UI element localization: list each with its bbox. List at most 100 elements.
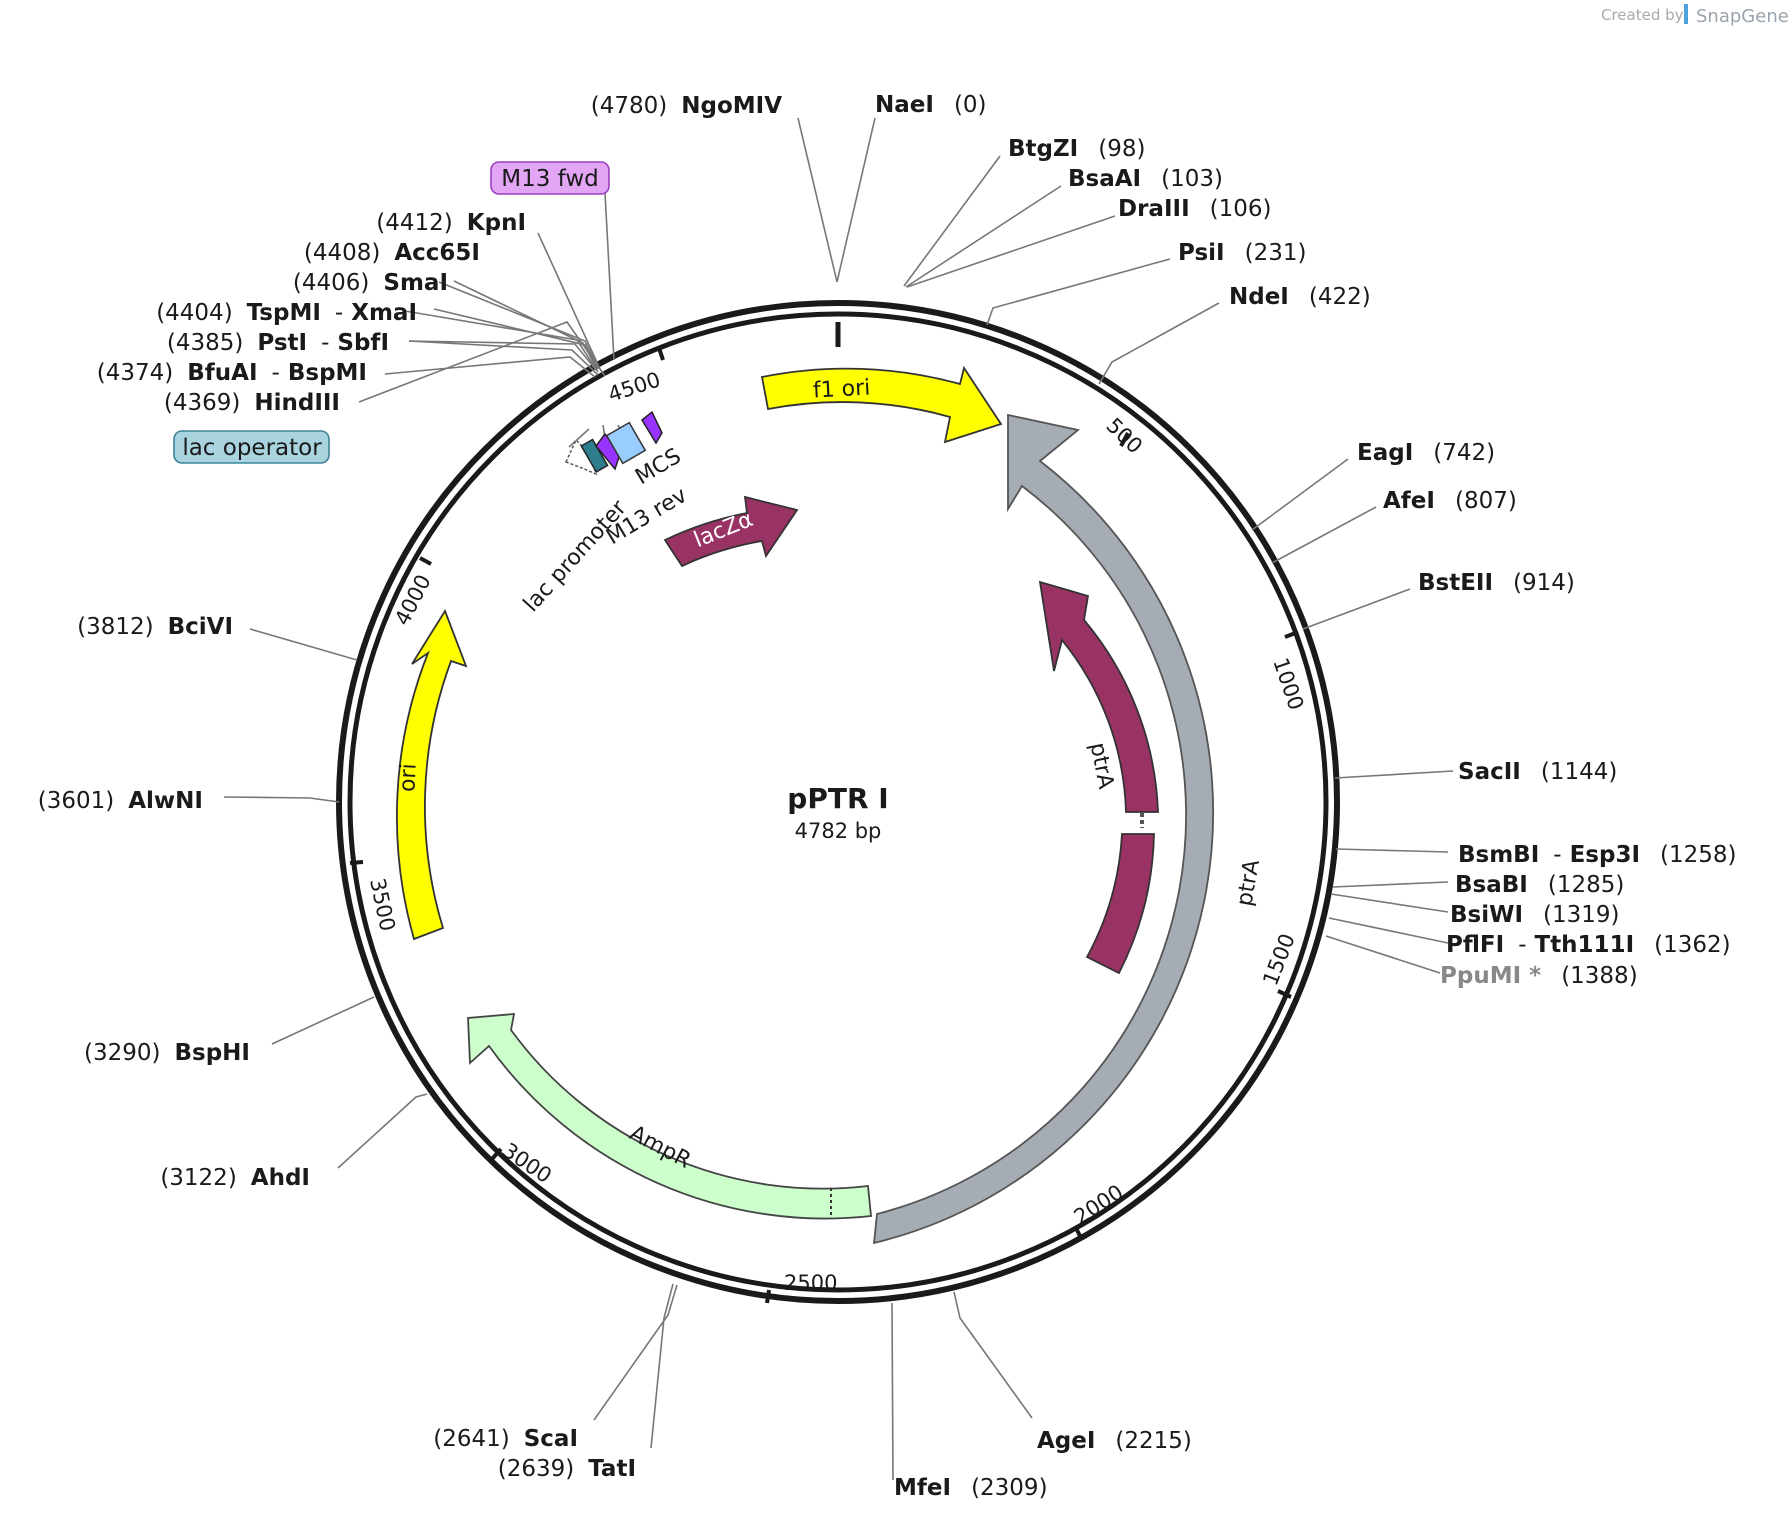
credit-brand: SnapGene bbox=[1696, 6, 1789, 27]
ruler-mark-3000: 3000 bbox=[490, 1138, 556, 1188]
site-name: MfeI bbox=[894, 1475, 951, 1501]
ori-arrow[interactable] bbox=[396, 608, 468, 941]
feature-ptrA-inner[interactable]: ptrA bbox=[1038, 580, 1159, 975]
site-name: NdeI bbox=[1229, 284, 1289, 310]
site-name: TatI bbox=[588, 1456, 636, 1482]
site-name: BspHI bbox=[175, 1040, 251, 1066]
site-ndei[interactable]: NdeI(422) bbox=[1229, 284, 1371, 310]
site-position: (2309) bbox=[971, 1475, 1047, 1501]
ruler-label: 4000 bbox=[390, 571, 436, 630]
m13-fwd-arrow[interactable] bbox=[641, 410, 663, 445]
ruler-tick bbox=[419, 556, 432, 566]
site-position: (2639) bbox=[498, 1456, 574, 1482]
site-ppumi[interactable]: PpuMI *(1388) bbox=[1440, 963, 1638, 989]
site-name: PsiI bbox=[1178, 240, 1225, 266]
site-afei[interactable]: AfeI(807) bbox=[1383, 488, 1517, 514]
site-position: (2215) bbox=[1115, 1428, 1191, 1454]
site-name-2: SbfI bbox=[337, 330, 389, 356]
restriction-sites: (4780)NgoMIV NaeI(0) BtgZI (98) BsaAI(103) Dr… bbox=[38, 92, 1737, 1501]
site-acc65i[interactable]: (4408)Acc65I bbox=[304, 240, 480, 266]
site-bcivi[interactable]: (3812)BciVI bbox=[77, 614, 233, 640]
site-agei[interactable]: AgeI (2215) bbox=[1037, 1428, 1192, 1454]
site-position: (4404) bbox=[156, 300, 232, 326]
credit-prefix: Created by bbox=[1601, 6, 1684, 24]
site-separator: - bbox=[335, 300, 343, 326]
leader-lines bbox=[223, 117, 1454, 1481]
site-tati[interactable]: (2639) TatI bbox=[498, 1456, 636, 1482]
site-bsteii[interactable]: BstEII (914) bbox=[1418, 570, 1575, 596]
plasmid-size: 4782 bp bbox=[795, 819, 882, 843]
site-ngomiv[interactable]: (4780)NgoMIV bbox=[591, 93, 782, 119]
site-tspmi[interactable]: (4404)TspMI-XmaI bbox=[156, 300, 417, 326]
site-name-2: XmaI bbox=[351, 300, 417, 326]
ruler-label: 1000 bbox=[1268, 655, 1308, 713]
site-position: (807) bbox=[1455, 488, 1517, 514]
site-scai[interactable]: (2641)ScaI bbox=[433, 1426, 578, 1452]
site-bsiwi[interactable]: BsiWI(1319) bbox=[1450, 902, 1620, 928]
site-draiii[interactable]: DraIII (106) bbox=[1118, 196, 1272, 222]
snapgene-credit[interactable]: Created by SnapGene bbox=[1601, 4, 1789, 27]
site-position: (3290) bbox=[84, 1040, 160, 1066]
site-naei[interactable]: NaeI(0) bbox=[875, 92, 987, 118]
site-name: HindIII bbox=[254, 390, 340, 416]
site-position: (106) bbox=[1210, 196, 1272, 222]
site-bsmbi[interactable]: BsmBI-Esp3I(1258) bbox=[1458, 842, 1737, 868]
site-name: DraIII bbox=[1118, 196, 1190, 222]
feature-ampR[interactable]: AmpR bbox=[467, 1013, 872, 1220]
ruler-tick bbox=[765, 1289, 771, 1304]
site-bsabi[interactable]: BsaBI(1285) bbox=[1455, 872, 1624, 898]
site-position: (4406) bbox=[293, 270, 369, 296]
site-name: ScaI bbox=[524, 1426, 578, 1452]
mcs-box[interactable] bbox=[605, 421, 647, 465]
site-mfei[interactable]: MfeI (2309) bbox=[894, 1475, 1048, 1501]
lac-operator-callout[interactable]: lac operator bbox=[173, 430, 330, 464]
site-bfuai[interactable]: (4374)BfuAI-BspMI bbox=[97, 360, 367, 386]
site-psii[interactable]: PsiI (231) bbox=[1178, 240, 1306, 266]
small-features[interactable] bbox=[564, 410, 663, 476]
plasmid-name: pPTR I bbox=[787, 782, 888, 815]
feature-ori[interactable]: ori bbox=[395, 608, 468, 941]
site-sacii[interactable]: SacII(1144) bbox=[1458, 759, 1617, 785]
site-pflfi[interactable]: PflFI-Tth111I(1362) bbox=[1446, 932, 1731, 958]
site-name: BtgZI bbox=[1008, 136, 1078, 162]
site-bsaai[interactable]: BsaAI(103) bbox=[1068, 166, 1223, 192]
feature-f1-ori[interactable]: f1 ori bbox=[760, 365, 1003, 444]
f1-ori-arrow[interactable] bbox=[760, 365, 1003, 444]
ptrA-inner-arrow-upper[interactable] bbox=[1038, 580, 1159, 813]
ptrA-outer-label: ptrA bbox=[1232, 858, 1265, 908]
site-position: (98) bbox=[1098, 136, 1145, 162]
site-psti[interactable]: (4385)PstI-SbfI bbox=[167, 330, 389, 356]
site-alwni[interactable]: (3601)AlwNI bbox=[38, 788, 203, 814]
site-btgzi[interactable]: BtgZI (98) bbox=[1008, 136, 1145, 162]
ruler-tick bbox=[1284, 630, 1299, 639]
ruler-tick bbox=[657, 347, 665, 361]
lacZa-arrow[interactable] bbox=[663, 495, 799, 568]
site-name-2: Esp3I bbox=[1570, 842, 1640, 868]
site-bsphi[interactable]: (3290) BspHI bbox=[84, 1040, 250, 1066]
ptrA-inner-arrow-lower[interactable] bbox=[1085, 833, 1155, 975]
site-name: BsiWI bbox=[1450, 902, 1523, 928]
m13-fwd-callout[interactable]: M13 fwd bbox=[490, 161, 610, 195]
site-position: (1258) bbox=[1660, 842, 1736, 868]
ptrA-outer-arrow[interactable] bbox=[872, 413, 1215, 1245]
lac-operator-box[interactable] bbox=[580, 438, 609, 474]
site-position: (914) bbox=[1513, 570, 1575, 596]
site-hindiii[interactable]: (4369) HindIII bbox=[164, 390, 340, 416]
site-name: SacII bbox=[1458, 759, 1521, 785]
site-position: (231) bbox=[1245, 240, 1307, 266]
site-ahdi[interactable]: (3122)AhdI bbox=[160, 1165, 310, 1191]
site-name: BstEII bbox=[1418, 570, 1493, 596]
site-separator: - bbox=[272, 360, 280, 386]
site-separator: - bbox=[1518, 932, 1526, 958]
site-eagi[interactable]: EagI(742) bbox=[1357, 440, 1495, 466]
site-kpni[interactable]: (4412)KpnI bbox=[376, 210, 526, 236]
site-position: (4374) bbox=[97, 360, 173, 386]
site-name: AgeI bbox=[1037, 1428, 1095, 1454]
site-name: AhdI bbox=[251, 1165, 310, 1191]
site-smai[interactable]: (4406)SmaI bbox=[293, 270, 448, 296]
ampR-arrow[interactable] bbox=[467, 1013, 872, 1220]
site-name: PstI bbox=[257, 330, 307, 356]
site-position: (4412) bbox=[376, 210, 452, 236]
site-position: (4369) bbox=[164, 390, 240, 416]
